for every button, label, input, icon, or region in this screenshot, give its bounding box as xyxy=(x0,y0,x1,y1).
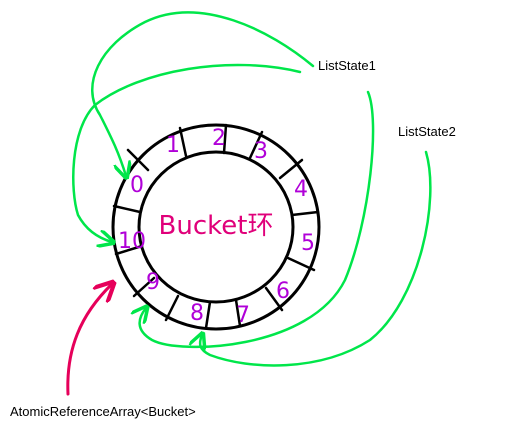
array-arrow xyxy=(66,284,112,396)
list-state-2-arrow xyxy=(200,150,432,367)
slot-5: 5 xyxy=(301,231,315,256)
slot-10: 10 xyxy=(118,229,146,254)
slot-7: 7 xyxy=(236,303,250,328)
center-label: Bucket环 xyxy=(159,211,274,241)
list-state-1-arrows xyxy=(72,11,375,349)
slot-9: 9 xyxy=(146,270,160,295)
slot-1: 1 xyxy=(166,133,180,158)
slot-6: 6 xyxy=(276,279,290,304)
slot-numbers: 0 1 2 3 4 5 6 7 8 9 10 xyxy=(118,126,315,328)
list-state-2-label: ListState2 xyxy=(398,124,456,139)
slot-2: 2 xyxy=(212,126,226,151)
slot-dividers xyxy=(112,123,320,330)
slot-4: 4 xyxy=(294,177,308,202)
array-label: AtomicReferenceArray<Bucket> xyxy=(10,404,196,419)
slot-8: 8 xyxy=(190,301,204,326)
list-state-1-label: ListState1 xyxy=(318,58,376,73)
slot-0: 0 xyxy=(130,173,144,198)
slot-3: 3 xyxy=(254,139,268,164)
bucket-ring xyxy=(111,123,321,331)
